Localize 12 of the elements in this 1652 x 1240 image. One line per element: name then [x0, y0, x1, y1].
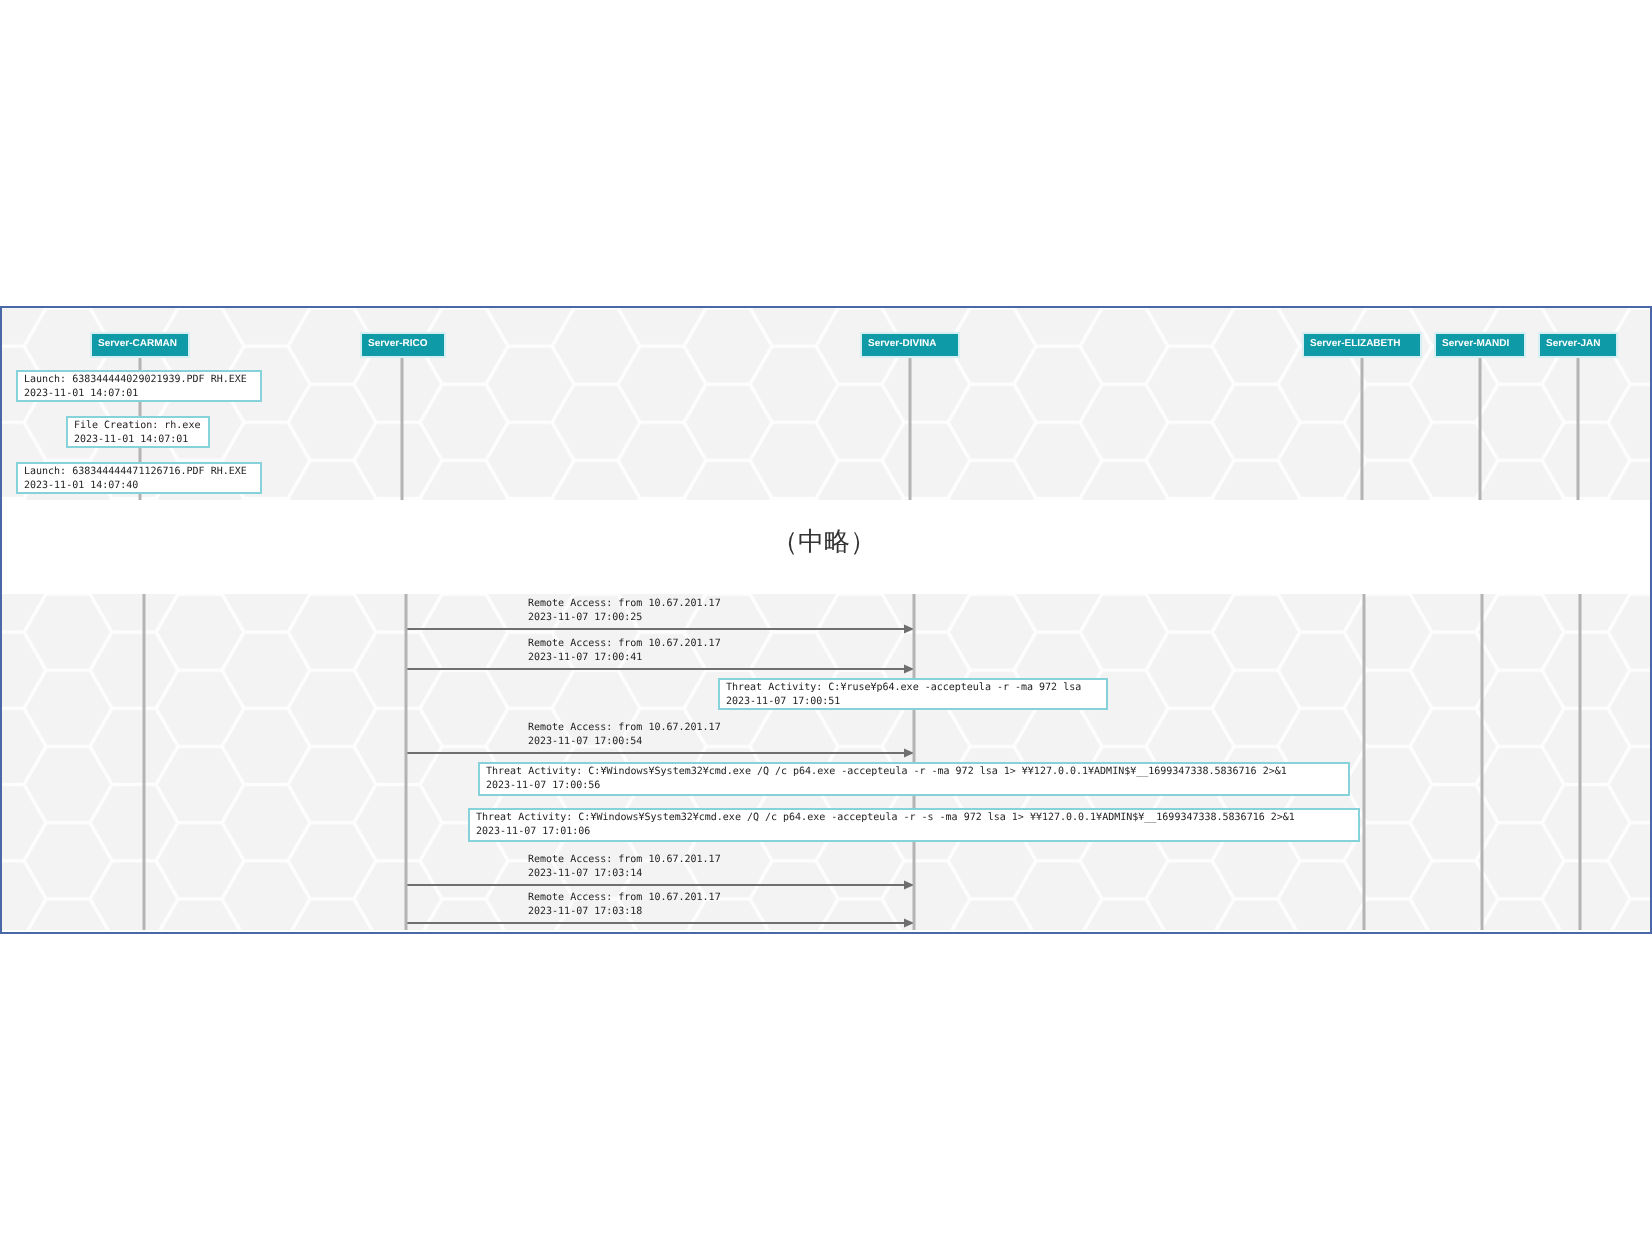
event-note	[718, 678, 1108, 710]
message-arrow	[405, 624, 915, 634]
event-note	[66, 416, 210, 448]
event-note	[16, 462, 262, 494]
message-arrow	[405, 918, 915, 928]
message-arrow	[405, 748, 915, 758]
event-note	[468, 808, 1360, 842]
message-arrow	[405, 664, 915, 674]
omission-note: （中略）	[770, 528, 878, 560]
event-note	[16, 370, 262, 402]
event-note	[478, 762, 1350, 796]
message-arrow	[405, 880, 915, 890]
